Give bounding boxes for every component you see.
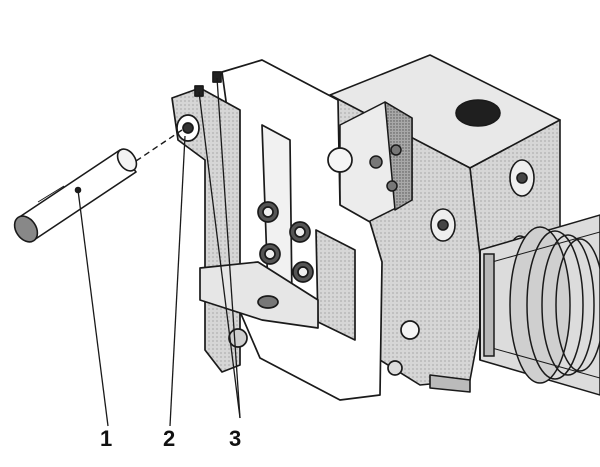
callout-1: 1: [100, 426, 113, 451]
logo-badge-icon: [455, 99, 501, 127]
callout-3: 3: [229, 426, 242, 451]
fixing-pin: [13, 148, 138, 243]
cylinder: [479, 214, 600, 396]
callout-2: 2: [163, 426, 176, 451]
leader-lines: [77, 77, 241, 427]
fixing-pin-head: [13, 215, 39, 243]
bracket-plate: [171, 59, 420, 401]
bore-hole-icon: [327, 147, 353, 173]
insertion-axis: [135, 129, 183, 162]
clamp-jaw: [339, 101, 413, 223]
